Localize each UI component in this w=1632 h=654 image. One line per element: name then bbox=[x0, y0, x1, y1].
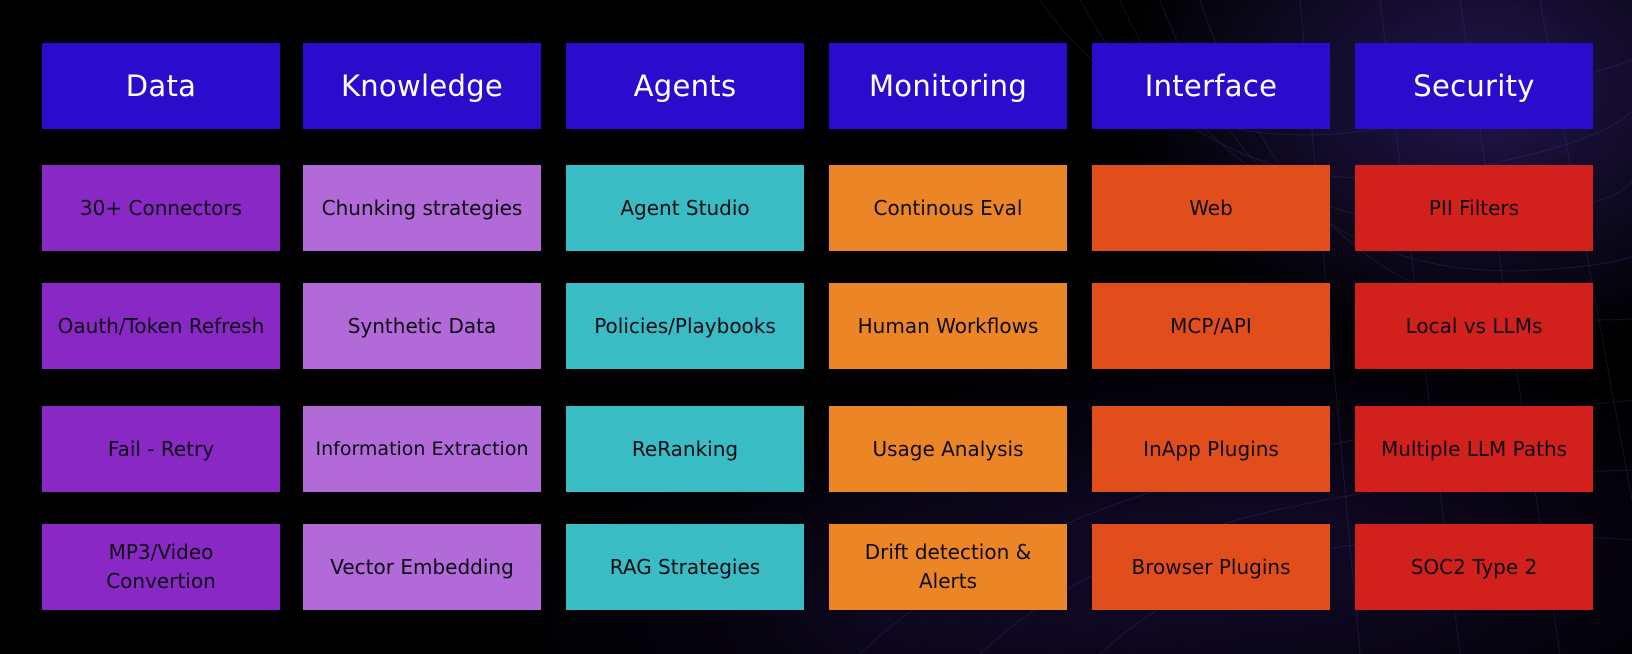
tile-data-3: Fail - Retry bbox=[42, 406, 280, 492]
tile-data-2: Oauth/Token Refresh bbox=[42, 283, 280, 369]
tile-security-2: Local vs LLMs bbox=[1355, 283, 1593, 369]
tile-monitoring-1: Continous Eval bbox=[829, 165, 1067, 251]
tile-data-1: 30+ Connectors bbox=[42, 165, 280, 251]
header-interface: Interface bbox=[1092, 43, 1330, 129]
tile-interface-1: Web bbox=[1092, 165, 1330, 251]
tile-knowledge-1: Chunking strategies bbox=[303, 165, 541, 251]
header-monitoring: Monitoring bbox=[829, 43, 1067, 129]
column-data: Data 30+ Connectors Oauth/Token Refresh … bbox=[42, 0, 280, 654]
column-interface: Interface Web MCP/API InApp Plugins Brow… bbox=[1092, 0, 1330, 654]
tile-data-4: MP3/Video Convertion bbox=[42, 524, 280, 610]
tile-knowledge-2: Synthetic Data bbox=[303, 283, 541, 369]
column-knowledge: Knowledge Chunking strategies Synthetic … bbox=[303, 0, 541, 654]
tile-monitoring-3: Usage Analysis bbox=[829, 406, 1067, 492]
header-data: Data bbox=[42, 43, 280, 129]
tile-knowledge-4: Vector Embedding bbox=[303, 524, 541, 610]
tile-agents-3: ReRanking bbox=[566, 406, 804, 492]
header-knowledge: Knowledge bbox=[303, 43, 541, 129]
tile-interface-4: Browser Plugins bbox=[1092, 524, 1330, 610]
tile-monitoring-2: Human Workflows bbox=[829, 283, 1067, 369]
tile-security-3: Multiple LLM Paths bbox=[1355, 406, 1593, 492]
tile-interface-2: MCP/API bbox=[1092, 283, 1330, 369]
column-agents: Agents Agent Studio Policies/Playbooks R… bbox=[566, 0, 804, 654]
header-security: Security bbox=[1355, 43, 1593, 129]
tile-agents-4: RAG Strategies bbox=[566, 524, 804, 610]
tile-agents-1: Agent Studio bbox=[566, 165, 804, 251]
tile-knowledge-3: Information Extraction bbox=[303, 406, 541, 492]
tile-agents-2: Policies/Playbooks bbox=[566, 283, 804, 369]
column-monitoring: Monitoring Continous Eval Human Workflow… bbox=[829, 0, 1067, 654]
header-agents: Agents bbox=[566, 43, 804, 129]
tile-security-1: PII Filters bbox=[1355, 165, 1593, 251]
tile-monitoring-4: Drift detection & Alerts bbox=[829, 524, 1067, 610]
tile-interface-3: InApp Plugins bbox=[1092, 406, 1330, 492]
column-security: Security PII Filters Local vs LLMs Multi… bbox=[1355, 0, 1593, 654]
tile-security-4: SOC2 Type 2 bbox=[1355, 524, 1593, 610]
